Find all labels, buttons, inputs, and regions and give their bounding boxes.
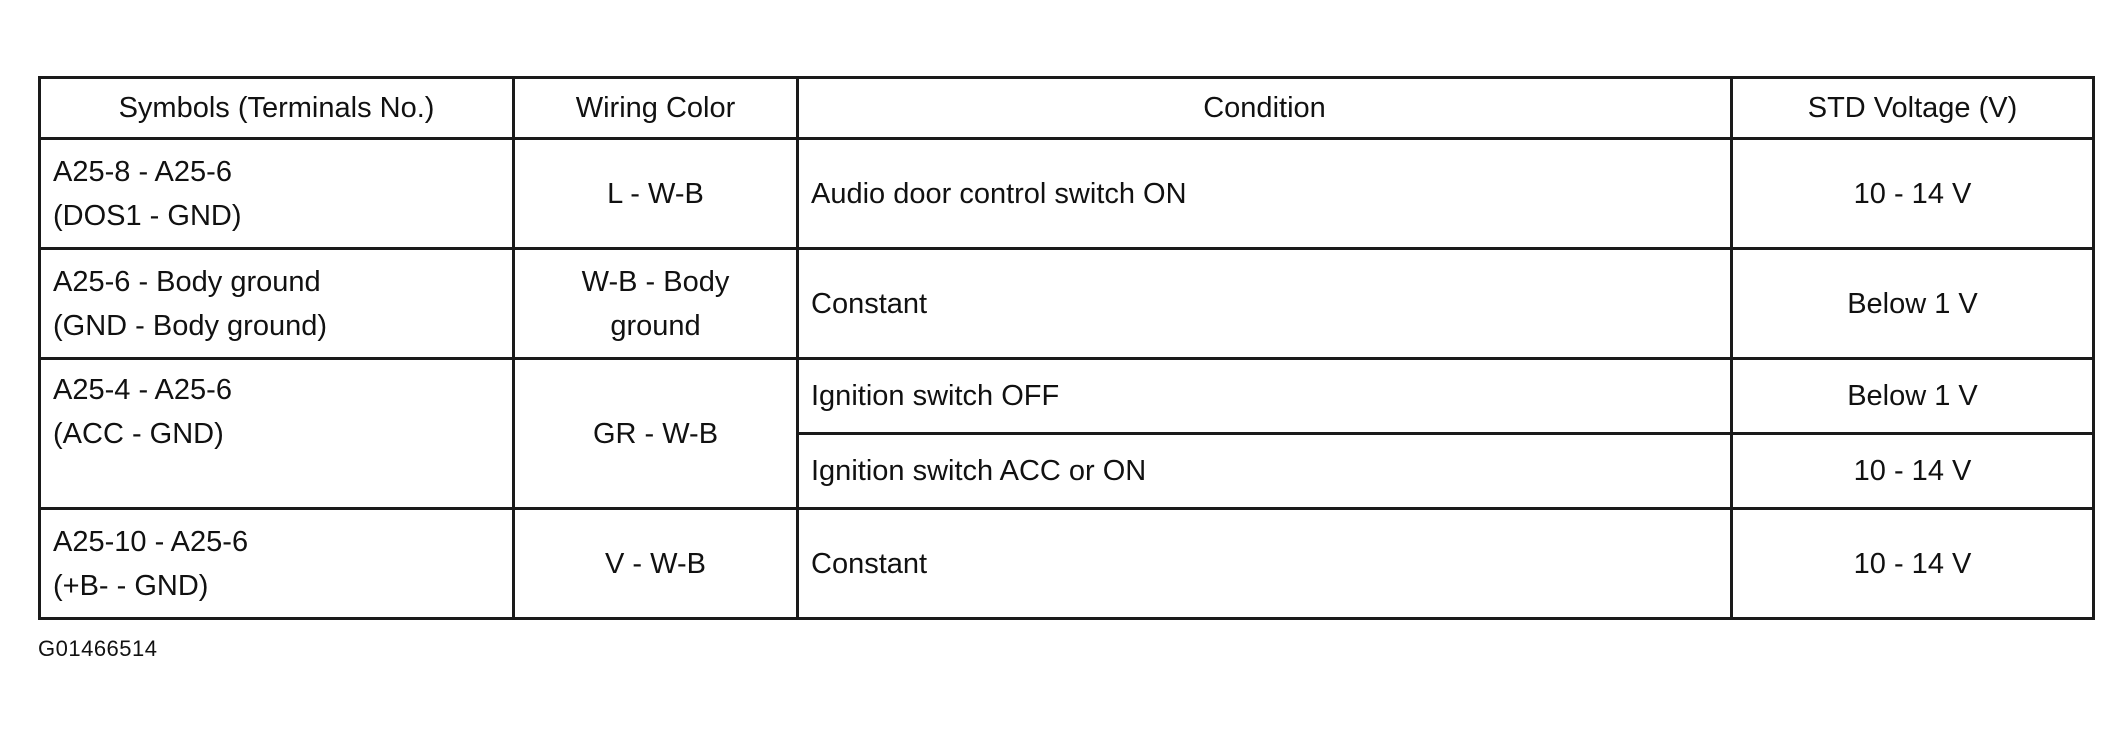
table-row: Ignition switch ACC or ON 10 - 14 V <box>40 432 2095 510</box>
wiring-color: W-B - Body <box>581 265 730 298</box>
voltage-cell: 10 - 14 V <box>1730 432 2095 510</box>
table-row: A25-6 - Body ground (GND - Body ground) … <box>38 247 2095 360</box>
voltage-cell: 10 - 14 V <box>1730 507 2095 620</box>
table-row: A25-10 - A25-6 (+B- - GND) V - W-B Const… <box>38 507 2095 620</box>
voltage-cell: 10 - 14 V <box>1730 137 2095 250</box>
symbol-cell: A25-6 - Body ground (GND - Body ground) <box>38 247 515 360</box>
symbol-names: (+B- - GND) <box>53 569 209 602</box>
symbol-terminals: A25-4 - A25-6 <box>53 374 232 406</box>
symbol-cell: A25-10 - A25-6 (+B- - GND) <box>38 507 515 620</box>
wiring-color-cell: GR - W-B <box>512 357 799 510</box>
header-condition: Condition <box>796 76 1733 140</box>
wiring-color: L - W-B <box>607 177 704 210</box>
wiring-color: GR - W-B <box>592 417 719 450</box>
header-symbols: Symbols (Terminals No.) <box>38 76 515 140</box>
figure-id: G01466514 <box>38 636 158 661</box>
condition-cell: Constant <box>796 247 1733 360</box>
voltage-spec-table: Symbols (Terminals No.) Wiring Color Con… <box>38 76 2095 620</box>
condition-cell: Ignition switch ACC or ON <box>796 432 1733 510</box>
wiring-color-cell: V - W-B <box>512 507 799 620</box>
wiring-color-cell: W-B - Body ground <box>512 247 799 360</box>
symbol-names: (ACC - GND) <box>53 418 224 450</box>
symbol-cell: A25-8 - A25-6 (DOS1 - GND) <box>38 137 515 250</box>
condition-cell: Audio door control switch ON <box>796 137 1733 250</box>
table-header-row: Symbols (Terminals No.) Wiring Color Con… <box>38 76 2095 140</box>
condition-cell: Ignition switch OFF <box>796 357 1733 435</box>
table-row: A25-8 - A25-6 (DOS1 - GND) L - W-B Audio… <box>38 137 2095 250</box>
header-wiring-color: Wiring Color <box>512 76 799 140</box>
symbol-names: (GND - Body ground) <box>53 309 327 342</box>
wiring-color: V - W-B <box>605 547 706 580</box>
header-std-voltage: STD Voltage (V) <box>1730 76 2095 140</box>
symbol-names: (DOS1 - GND) <box>53 199 242 232</box>
symbol-terminals: A25-8 - A25-6 <box>53 155 232 188</box>
voltage-cell: Below 1 V <box>1730 247 2095 360</box>
symbol-cell: A25-4 - A25-6 (ACC - GND) <box>38 357 515 510</box>
table-row: A25-4 - A25-6 (ACC - GND) GR - W-B Ignit… <box>38 357 2095 510</box>
voltage-cell: Below 1 V <box>1730 357 2095 435</box>
symbol-terminals: A25-10 - A25-6 <box>53 525 249 558</box>
wiring-color-continued: ground <box>610 309 701 342</box>
wiring-color-cell: L - W-B <box>512 137 799 250</box>
symbol-terminals: A25-6 - Body ground <box>53 265 321 298</box>
condition-cell: Constant <box>796 507 1733 620</box>
